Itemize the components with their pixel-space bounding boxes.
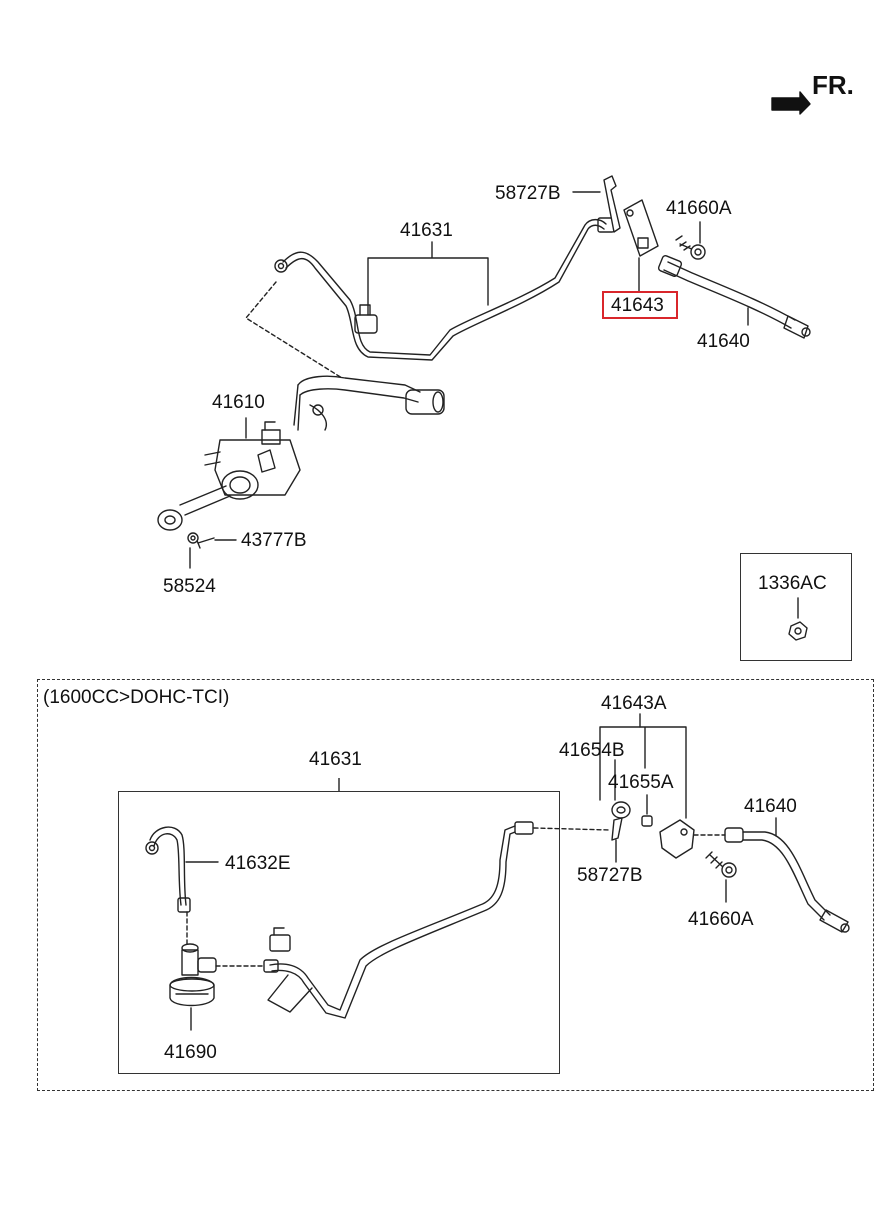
label-41631-lower[interactable]: 41631	[309, 749, 362, 770]
label-41631[interactable]: 41631	[400, 220, 453, 241]
label-41632e[interactable]: 41632E	[225, 853, 291, 874]
label-41610[interactable]: 41610	[212, 392, 265, 413]
nut-1336ac	[788, 621, 808, 641]
label-58524[interactable]: 58524	[163, 576, 216, 597]
clutch-pipe-upper	[274, 217, 615, 361]
label-41660a-lower[interactable]: 41660A	[688, 909, 754, 930]
retaining-clip-58727b	[603, 175, 621, 233]
variant-label: (1600CC>DOHC-TCI)	[43, 687, 230, 708]
label-58727b[interactable]: 58727B	[495, 183, 561, 204]
label-41640[interactable]: 41640	[697, 331, 750, 352]
front-direction-label: FR.	[812, 70, 854, 100]
bolt-41660a-lower	[705, 851, 737, 878]
bracket-41643	[623, 199, 659, 257]
highlight-box-41643	[602, 291, 678, 319]
front-arrow-icon	[771, 91, 811, 115]
hose-41640-lower	[724, 827, 850, 933]
label-58727b-lower[interactable]: 58727B	[577, 865, 643, 886]
reservoir-41690	[169, 943, 217, 1007]
clip-58524	[187, 532, 199, 544]
label-1336ac[interactable]: 1336AC	[758, 573, 827, 594]
pipe-assembly-box	[118, 791, 560, 1074]
label-41655a[interactable]: 41655A	[608, 772, 674, 793]
clutch-pipe-lower	[263, 821, 534, 1019]
clip-58727b-lower	[611, 817, 623, 841]
label-41640-lower[interactable]: 41640	[744, 796, 797, 817]
label-41654b[interactable]: 41654B	[559, 740, 625, 761]
bolt-41660a-upper	[675, 235, 706, 260]
pipe-41632e	[145, 826, 191, 913]
hose-41640-upper	[657, 255, 811, 339]
label-41643[interactable]: 41643	[611, 295, 664, 316]
bracket-41643a	[659, 819, 695, 859]
clutch-master-cylinder-41610	[157, 375, 445, 531]
variant-section	[37, 679, 874, 1091]
label-41690[interactable]: 41690	[164, 1042, 217, 1063]
inset-box	[740, 553, 852, 661]
sleeve-41655a	[641, 815, 653, 827]
label-41643a[interactable]: 41643A	[601, 693, 667, 714]
label-41660a[interactable]: 41660A	[666, 198, 732, 219]
label-43777b[interactable]: 43777B	[241, 530, 307, 551]
